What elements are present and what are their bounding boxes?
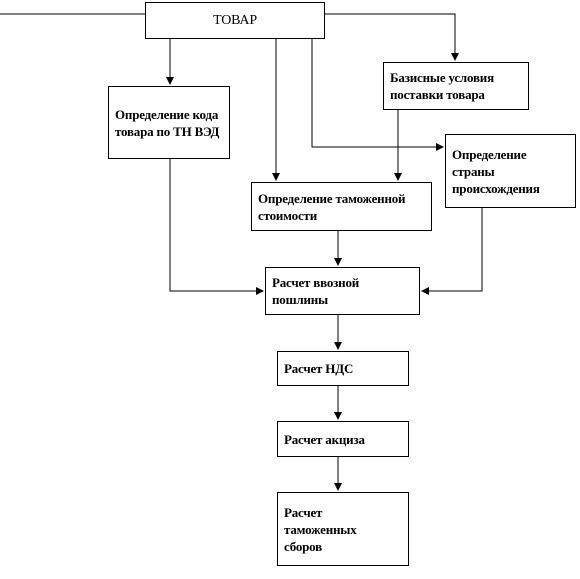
edge-tovar-bazis xyxy=(325,13,459,61)
node-tovar-label: ТОВАР xyxy=(213,13,257,28)
node-bazis-label: Базисные условия поставки товара xyxy=(390,70,494,102)
node-tovar: ТОВАР xyxy=(145,2,325,39)
node-poshlina-label: Расчет ввозной пошлины xyxy=(272,275,360,307)
node-strana-label: Определение страны происхождения xyxy=(452,146,540,196)
node-strana: Определение страны происхождения xyxy=(445,134,576,208)
edge-kod-poshlina xyxy=(169,159,264,295)
node-nds-label: Расчет НДС xyxy=(284,361,354,376)
node-nds: Расчет НДС xyxy=(277,351,409,386)
node-stoimost: Определение таможенной стоимости xyxy=(251,182,432,231)
node-kod: Определение кода товара по ТН ВЭД xyxy=(108,86,230,159)
edge-strana-poshlina xyxy=(421,208,483,295)
node-poshlina: Расчет ввозной пошлины xyxy=(265,267,420,315)
node-sbory-label: Расчет таможенных сборов xyxy=(284,504,357,554)
edge-tovar-strana xyxy=(311,38,444,151)
node-akciz: Расчет акциза xyxy=(277,421,409,457)
node-kod-label: Определение кода товара по ТН ВЭД xyxy=(115,106,220,139)
node-stoimost-label: Определение таможенной стоимости xyxy=(258,190,406,223)
node-akciz-label: Расчет акциза xyxy=(284,431,365,447)
node-bazis: Базисные условия поставки товара xyxy=(383,62,529,110)
node-sbory: Расчет таможенных сборов xyxy=(277,492,409,566)
